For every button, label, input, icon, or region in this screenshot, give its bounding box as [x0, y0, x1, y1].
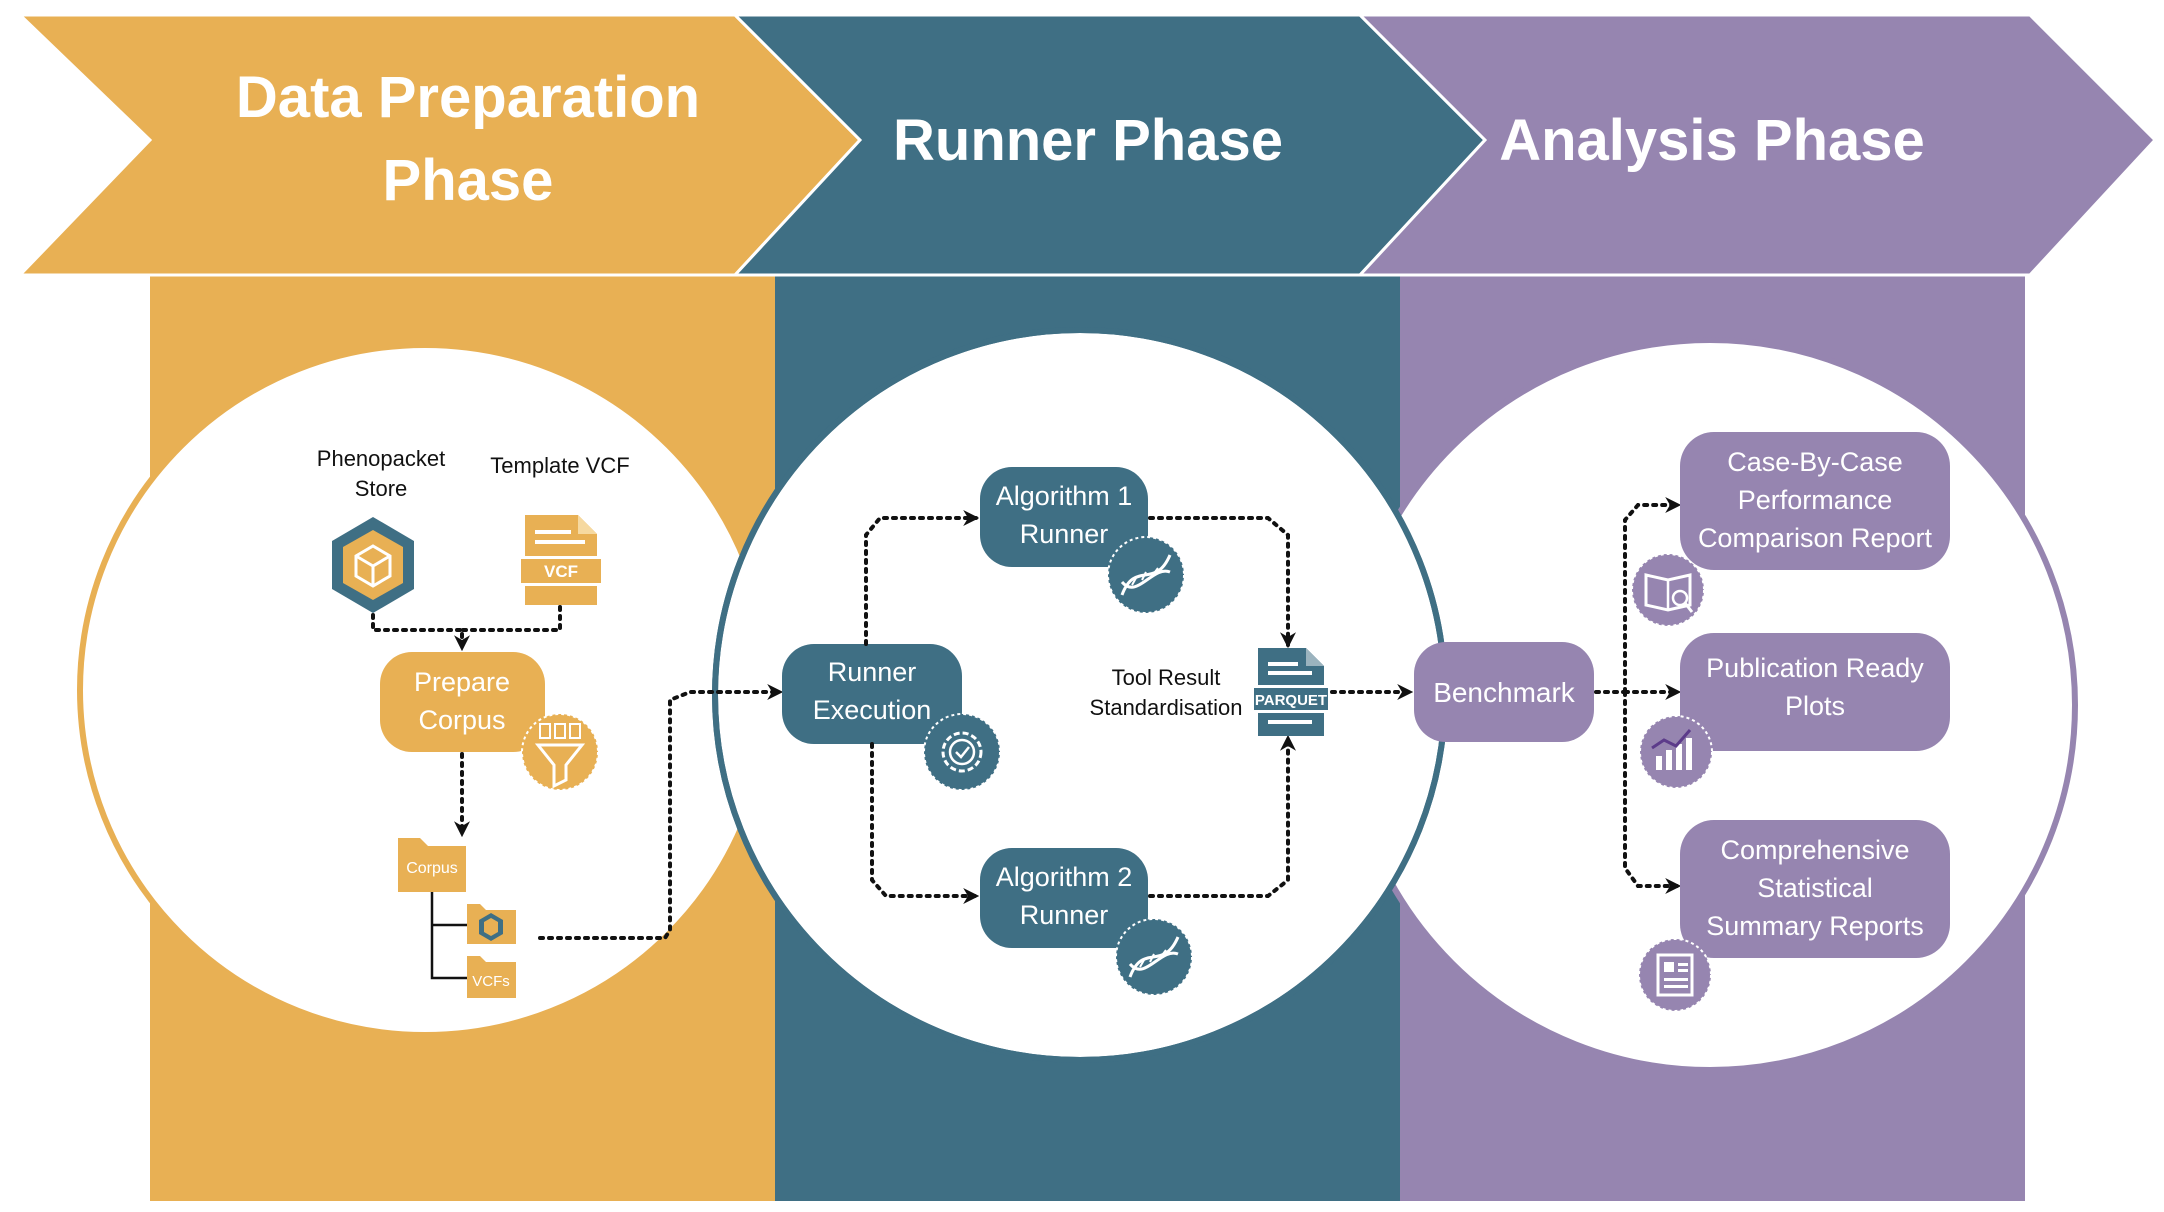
- analysis-chevron: [1356, 13, 2158, 277]
- parquet-file-icon: PARQUET: [1251, 648, 1331, 736]
- report-icon: [1638, 938, 1712, 1012]
- dna-icon: [1107, 536, 1185, 614]
- folder-icon: Corpus: [398, 838, 466, 892]
- prepare-corpus-node: Prepare Corpus: [380, 652, 545, 752]
- svg-text:PARQUET: PARQUET: [1255, 692, 1327, 709]
- phenopacket-store-label-2: Store: [355, 476, 408, 501]
- svg-text:Summary Reports: Summary Reports: [1706, 911, 1924, 941]
- runner-title: Runner Phase: [893, 108, 1283, 173]
- vcfs-folder-icon: VCFs: [467, 956, 516, 998]
- report-2-node: Publication Ready Plots: [1680, 633, 1950, 751]
- svg-text:Corpus: Corpus: [406, 860, 458, 877]
- svg-text:Statistical: Statistical: [1757, 873, 1873, 903]
- hexagon-cube-icon: [332, 517, 414, 613]
- svg-text:Plots: Plots: [1785, 691, 1845, 721]
- svg-text:Comparison Report: Comparison Report: [1698, 523, 1933, 553]
- svg-text:Prepare: Prepare: [414, 667, 510, 697]
- svg-text:Runner: Runner: [1020, 519, 1109, 549]
- bar-chart-icon: [1639, 715, 1713, 789]
- phenopacket-folder-icon: [467, 904, 516, 944]
- svg-text:VCFs: VCFs: [472, 973, 510, 990]
- svg-text:Comprehensive: Comprehensive: [1720, 835, 1909, 865]
- algorithm-1-node: Algorithm 1 Runner: [980, 467, 1148, 567]
- data-prep-title-2: Phase: [383, 148, 554, 213]
- report-1-node: Case-By-Case Performance Comparison Repo…: [1680, 432, 1950, 570]
- svg-text:Case-By-Case: Case-By-Case: [1727, 447, 1903, 477]
- svg-text:Publication Ready: Publication Ready: [1706, 653, 1924, 683]
- data-prep-title: Data Preparation: [236, 65, 700, 130]
- analysis-title: Analysis Phase: [1499, 108, 1925, 173]
- dna-icon-2: [1115, 918, 1193, 996]
- svg-text:VCF: VCF: [544, 562, 578, 581]
- svg-text:Algorithm 2: Algorithm 2: [996, 862, 1133, 892]
- book-magnifier-icon: [1631, 553, 1705, 627]
- tool-result-label-2: Standardisation: [1090, 695, 1243, 720]
- phenopacket-store-label: Phenopacket: [317, 446, 445, 471]
- tool-result-label: Tool Result: [1112, 665, 1221, 690]
- svg-text:Performance: Performance: [1738, 485, 1893, 515]
- algorithm-2-node: Algorithm 2 Runner: [980, 848, 1148, 948]
- svg-text:Execution: Execution: [813, 695, 932, 725]
- vcf-file-icon: VCF: [518, 515, 604, 605]
- svg-text:Runner: Runner: [1020, 900, 1109, 930]
- benchmark-node: Benchmark: [1414, 642, 1594, 742]
- data-prep-chevron: [16, 13, 863, 277]
- svg-text:Algorithm 1: Algorithm 1: [996, 481, 1133, 511]
- svg-text:Benchmark: Benchmark: [1433, 677, 1576, 708]
- svg-text:Runner: Runner: [828, 657, 917, 687]
- gear-check-icon: [923, 713, 1001, 791]
- funnel-icon: [521, 713, 599, 791]
- report-3-node: Comprehensive Statistical Summary Report…: [1680, 820, 1950, 958]
- runner-execution-node: Runner Execution: [782, 644, 962, 744]
- template-vcf-label: Template VCF: [490, 453, 629, 478]
- svg-text:Corpus: Corpus: [418, 705, 505, 735]
